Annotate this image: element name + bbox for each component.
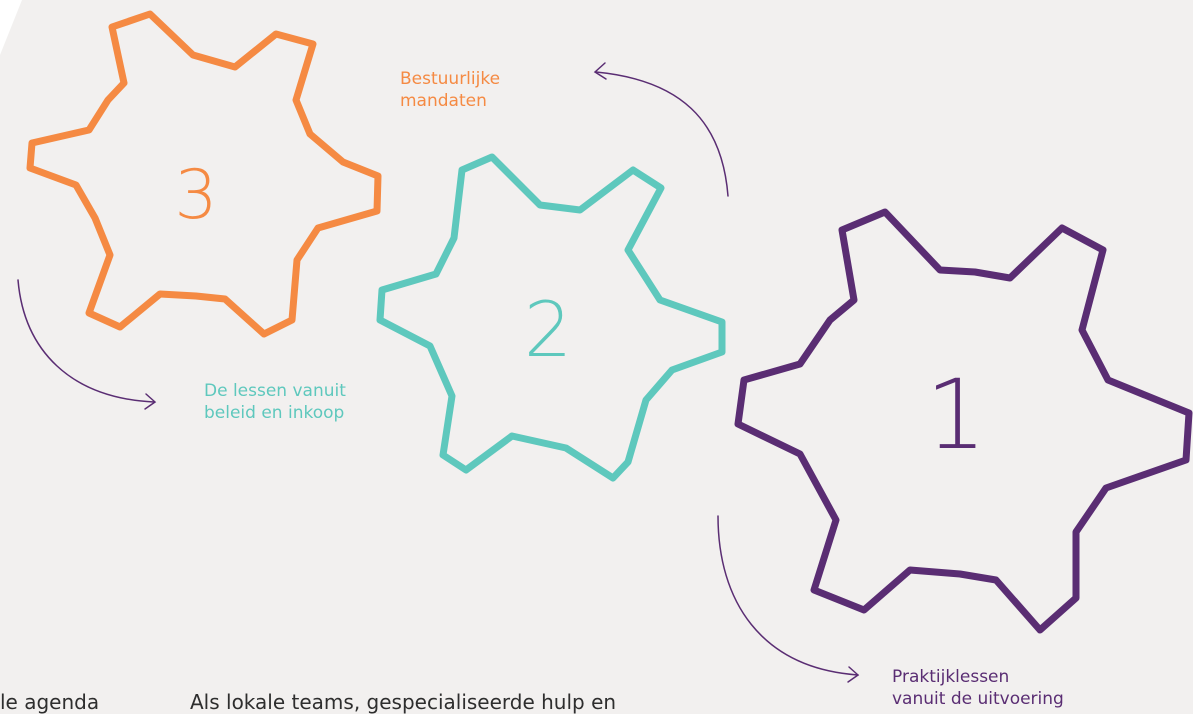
body-text-left: le agenda <box>0 690 100 714</box>
arrow-to-lessen <box>17 279 155 403</box>
gear-2-outline <box>376 153 726 482</box>
label-praktijklessen: Praktijklessen vanuit de uitvoering <box>892 667 1064 709</box>
gear-1-outline <box>734 208 1193 634</box>
arrow-to-praktijk <box>717 515 859 676</box>
body-text-right: Als lokale teams, gespecialiseerde hulp … <box>190 690 617 714</box>
arrowhead-praktijk <box>847 666 860 683</box>
arrowhead-lessen <box>144 393 157 410</box>
gear-2: 2 <box>376 153 726 482</box>
gear-1-number: 1 <box>925 359 986 471</box>
gear-3-outline <box>26 10 382 338</box>
gear-2-number: 2 <box>524 285 572 374</box>
arrow-to-bestuurlijke <box>595 71 729 197</box>
label-bestuurlijke-mandaten: Bestuurlijke mandaten <box>400 69 501 111</box>
gear-1: 1 <box>734 208 1193 634</box>
gear-3-number: 3 <box>174 156 217 235</box>
page-corner <box>0 0 22 55</box>
gear-3: 3 <box>26 10 382 338</box>
label-lessen-beleid-inkoop: De lessen vanuit beleid en inkoop <box>204 381 346 423</box>
arrowhead-bestuurlijke <box>593 62 607 80</box>
arrows <box>17 62 860 683</box>
